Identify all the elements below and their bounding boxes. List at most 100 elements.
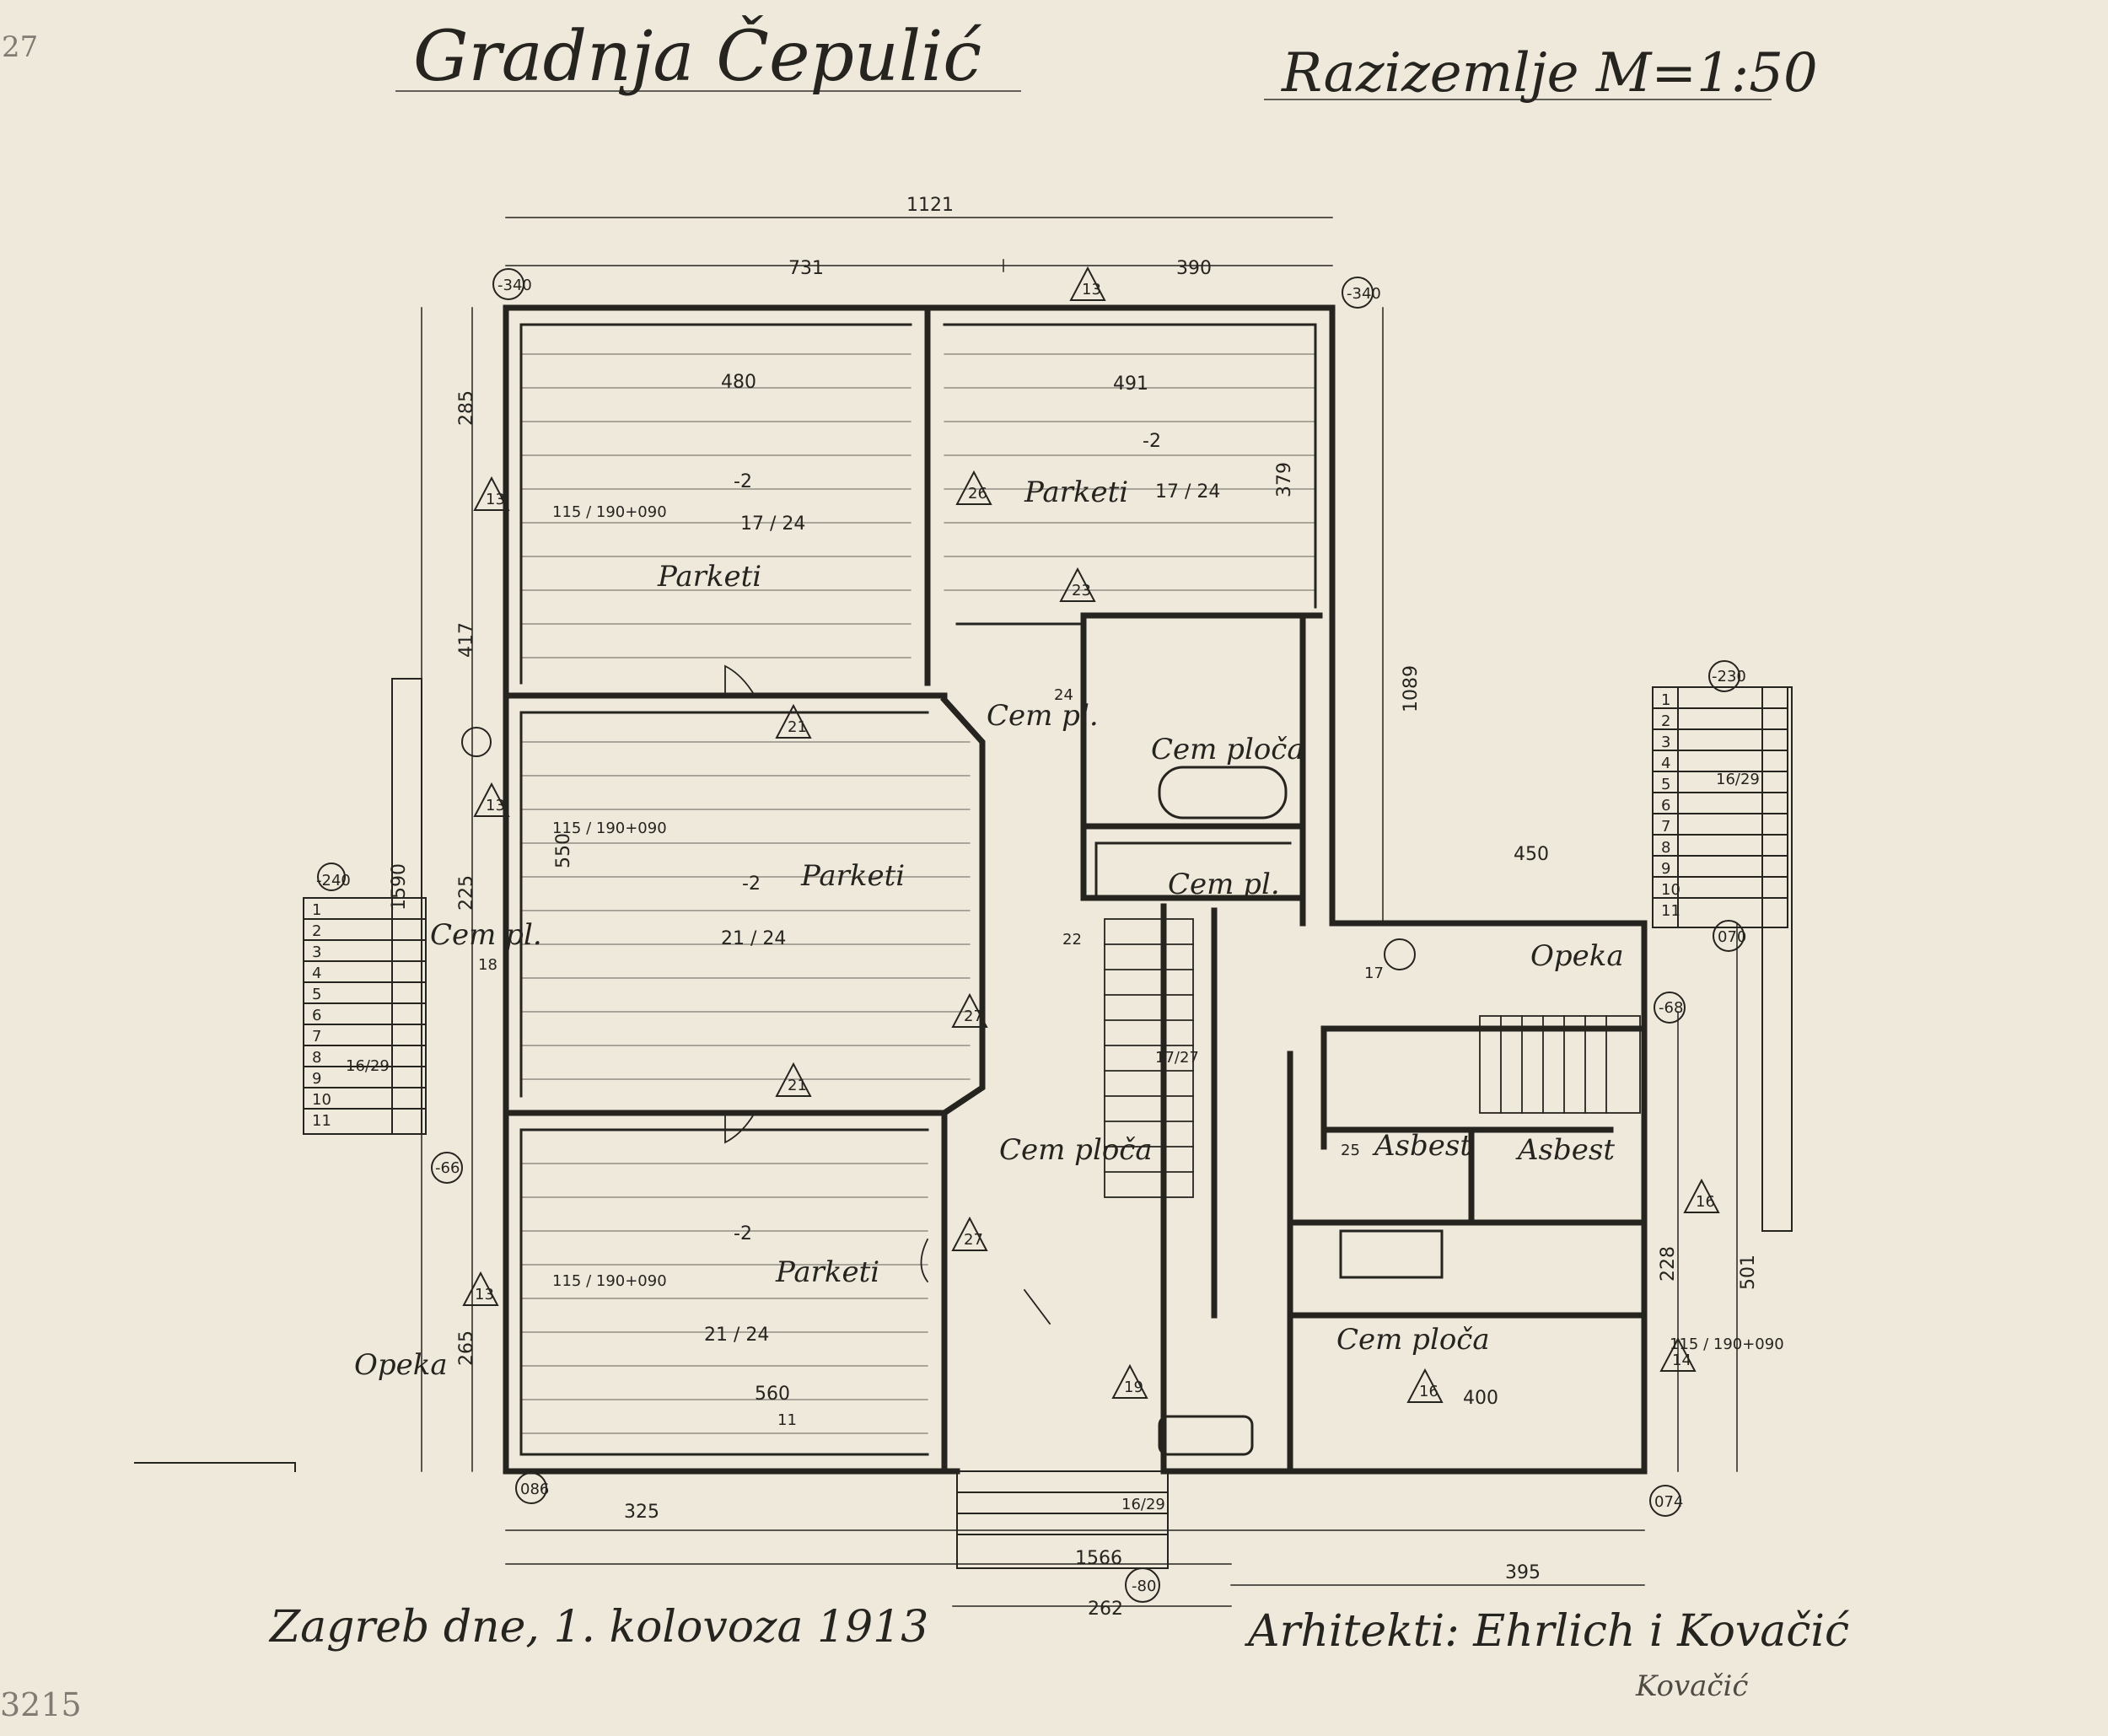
marker-21b: 21 <box>788 1077 807 1094</box>
room-1-dims: 17 / 24 <box>740 513 805 535</box>
marker-17: 17 <box>1364 965 1384 982</box>
inner-stair-ratio: 17/27 <box>1155 1049 1199 1067</box>
left-step-11: 11 <box>312 1112 331 1130</box>
left-step-7: 7 <box>312 1028 321 1045</box>
right-step-3: 3 <box>1661 734 1670 751</box>
room-1-material: Parketi <box>657 560 761 594</box>
level-right-mid: -68 <box>1659 999 1683 1017</box>
kitchen-label: Cem ploča <box>1336 1323 1490 1357</box>
dim-bottom-total: 1566 <box>1075 1548 1122 1569</box>
wc-label: Cem pl. <box>1168 868 1280 901</box>
cem-left-label: Cem pl. <box>430 918 542 952</box>
marker-13c: 13 <box>475 1286 494 1303</box>
bathtub <box>1158 766 1288 820</box>
marker-14: 14 <box>1672 1352 1691 1369</box>
level-right-070: 070 <box>1718 928 1746 946</box>
right-step-10: 10 <box>1661 881 1680 899</box>
dim-kitchen-width: 400 <box>1463 1388 1498 1409</box>
dim-terrace: 450 <box>1514 844 1549 865</box>
right-stair-ratio: 16/29 <box>1716 771 1760 788</box>
left-step-2: 2 <box>312 922 321 940</box>
dimension-lines <box>421 217 1738 1607</box>
opeka-right-label: Opeka <box>1530 939 1624 973</box>
marker-25: 25 <box>1341 1142 1360 1159</box>
left-step-5: 5 <box>312 986 321 1003</box>
room-2-dims: 17 / 24 <box>1155 481 1220 503</box>
level-top-left: -340 <box>497 277 532 294</box>
drawing-title: Gradnja Čepulić <box>413 17 982 97</box>
marker-16: 16 <box>1419 1383 1438 1400</box>
marker-22: 22 <box>1062 931 1082 949</box>
room-4-dims: 21 / 24 <box>704 1325 769 1346</box>
window-3-spec: 115 / 190+090 <box>552 1272 667 1290</box>
marker-13b: 13 <box>486 797 505 814</box>
parquet-hatching <box>522 353 1316 1434</box>
dim-h-265: 265 <box>456 1330 477 1366</box>
room-4-level: -2 <box>734 1223 752 1244</box>
entry-stair-ratio: 16/29 <box>1121 1496 1165 1513</box>
asbest-1-label: Asbest <box>1372 1129 1471 1163</box>
marker-18: 18 <box>478 956 497 974</box>
window-2-spec: 115 / 190+090 <box>552 820 667 837</box>
dim-total-height: 1590 <box>389 863 410 911</box>
interior-staircase <box>1104 918 1641 1198</box>
dim-left-width: 731 <box>788 258 824 279</box>
right-step-2: 2 <box>1661 712 1670 730</box>
marker-27b: 27 <box>964 1231 983 1249</box>
dim-room2-height: 379 <box>1274 462 1295 497</box>
room-3-material: Parketi <box>800 859 905 893</box>
marker-24: 24 <box>1054 686 1073 704</box>
marker-19: 19 <box>1124 1379 1143 1396</box>
level-bottom-left: 086 <box>520 1481 549 1498</box>
opeka-left-label: Opeka <box>354 1348 448 1382</box>
right-step-6: 6 <box>1661 797 1670 814</box>
right-step-11: 11 <box>1661 902 1680 920</box>
entry-steps <box>956 1470 1169 1569</box>
drawing-scale: Razizemlje M=1:50 <box>1282 42 1818 105</box>
hall-label: Cem pl. <box>987 699 1099 733</box>
dim-bottom-right: 395 <box>1505 1562 1541 1583</box>
right-step-5: 5 <box>1661 776 1670 793</box>
left-step-1: 1 <box>312 901 321 919</box>
left-exterior-stairs <box>134 678 427 1472</box>
room-3-dims: 21 / 24 <box>721 928 786 949</box>
asbest-2-label: Asbest <box>1515 1133 1615 1167</box>
level-top-right: -340 <box>1347 285 1381 303</box>
dim-room3-height: 550 <box>553 833 574 868</box>
dim-h-501: 501 <box>1738 1255 1759 1290</box>
level-entry: -80 <box>1132 1577 1156 1595</box>
left-step-8: 8 <box>312 1049 321 1067</box>
room-3-level: -2 <box>742 873 761 895</box>
dim-h-225: 225 <box>456 875 477 911</box>
right-step-1: 1 <box>1661 691 1670 709</box>
level-right-stair: -230 <box>1712 668 1746 685</box>
left-step-9: 9 <box>312 1070 321 1088</box>
right-step-9: 9 <box>1661 860 1670 878</box>
marker-13d: 13 <box>1082 281 1101 298</box>
dim-right-width: 390 <box>1176 258 1212 279</box>
level-left-mid: -66 <box>435 1159 460 1177</box>
dim-right-height: 1089 <box>1401 665 1422 712</box>
architect-signature: Kovačić <box>1636 1669 1749 1703</box>
dim-total-width: 1121 <box>906 195 954 216</box>
right-stair-steps: 1 2 3 4 5 6 7 8 9 10 11 <box>1661 691 1680 920</box>
marker-13: 13 <box>486 491 505 508</box>
dim-bottom-left: 325 <box>624 1502 659 1523</box>
window-1-spec: 115 / 190+090 <box>552 503 667 521</box>
room-1-level: -2 <box>734 471 752 492</box>
sheet-circle-label: 27 <box>2 30 39 64</box>
bath-label: Cem ploča <box>1151 733 1304 766</box>
level-bottom-right: 074 <box>1654 1493 1683 1511</box>
kitchen-stove <box>1339 1229 1444 1279</box>
room-4-material: Parketi <box>775 1255 879 1289</box>
corridor-label: Cem ploča <box>999 1133 1153 1167</box>
door-swings <box>724 664 1051 1325</box>
marker-26: 26 <box>968 485 987 503</box>
dim-steps-width: 262 <box>1088 1599 1123 1620</box>
left-step-4: 4 <box>312 965 321 982</box>
marker-23: 23 <box>1072 582 1091 599</box>
right-exterior-stairs <box>1652 686 1793 1232</box>
left-step-10: 10 <box>312 1091 331 1109</box>
